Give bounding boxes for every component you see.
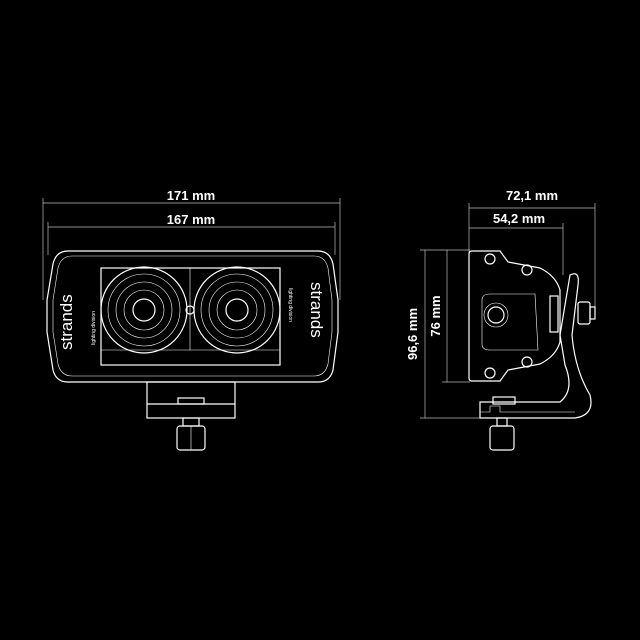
side-body: [468, 250, 561, 382]
dimension-label-54-2: 54,2 mm: [493, 211, 545, 226]
brand-logo-right: strands: [307, 282, 326, 338]
lens-left: [100, 266, 188, 354]
front-view: 171 mm 167 mm: [42, 188, 341, 451]
dimension-72-1: 72,1 mm: [468, 188, 596, 315]
brand-sub-right: lighting division: [287, 288, 293, 322]
brand-sub-left: lighting division: [91, 311, 97, 345]
side-view: 72,1 mm 54,2 mm 96,6 mm 76 mm: [405, 188, 596, 451]
side-bracket: [479, 273, 596, 451]
lens-right: [193, 266, 281, 354]
dimension-label-167: 167 mm: [167, 212, 215, 227]
dimension-label-171: 171 mm: [167, 188, 215, 203]
brand-logo-left: strands: [57, 294, 76, 350]
dimension-76: 76 mm: [428, 250, 470, 383]
dimension-54-2: 54,2 mm: [469, 211, 564, 275]
dimension-167: 167 mm: [47, 212, 336, 255]
dimension-label-76: 76 mm: [428, 295, 443, 336]
dimension-label-96-6: 96,6 mm: [405, 308, 420, 360]
mount-bracket: [146, 381, 236, 451]
dimension-96-6: 96,6 mm: [405, 249, 482, 419]
light-body: strands lighting division strands lighti…: [46, 250, 339, 383]
dimension-label-72-1: 72,1 mm: [506, 188, 558, 203]
dimension-171: 171 mm: [42, 188, 341, 300]
